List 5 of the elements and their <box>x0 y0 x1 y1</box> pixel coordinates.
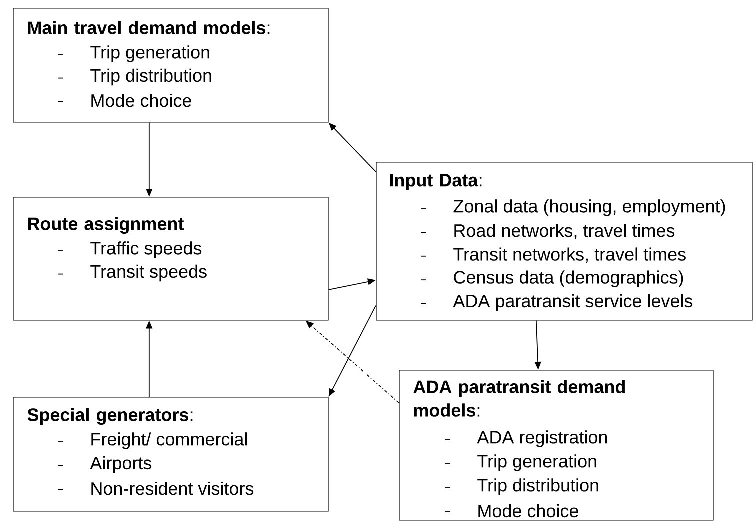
process-box: Input Data: Zonal data (housing, employment) Road networks, travel times Transit networks, travel times Census data (demographics) ADA paratransit service levels <box>376 162 753 321</box>
process-box: Main travel demand models: Trip generation Trip distribution Mode choice <box>13 8 329 123</box>
process-box: Route assignment Traffic speeds Transit speeds <box>13 196 329 321</box>
process-box: ADA paratransit demand models: ADA registration Trip generation Trip distribution Mode choice <box>399 370 714 521</box>
process-box: Special generators: Freight/ commercial Airports Non-resident visitors <box>13 396 329 512</box>
